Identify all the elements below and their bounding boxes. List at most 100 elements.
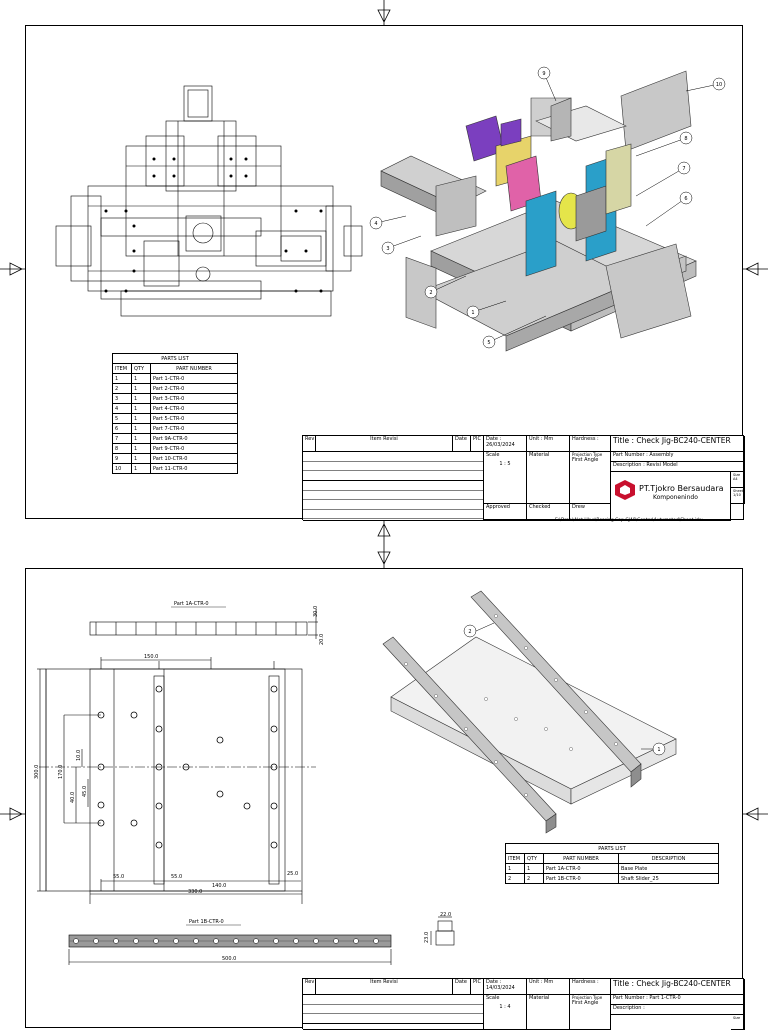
parts-list-title: PARTS LIST [112, 353, 238, 364]
top-view [55, 85, 363, 317]
scale-cell: Scale 1 : 4 [484, 995, 527, 1030]
balloon-3-text: 3 [386, 246, 389, 252]
date-header: Date [453, 436, 471, 452]
col-item: ITEM [112, 363, 132, 374]
dim-140: 140.0 [212, 883, 226, 889]
part-balloon-2-text: 2 [468, 629, 471, 635]
center-mark-left-2 [0, 807, 25, 821]
col-description: DESCRIPTION [618, 853, 719, 864]
hardness-label: Hardness : [570, 436, 611, 452]
drawing-sheet-assembly: 9 10 8 7 6 4 3 2 1 5 PARTS LIST ITEM QTY… [25, 25, 745, 521]
size-label: Size [731, 1015, 745, 1030]
cell: Part 7-CTR-0 [150, 423, 238, 434]
cell: Part 2-CTR-0 [150, 383, 238, 394]
dim-500: 500.0 [222, 956, 236, 962]
company-name: PT.Tjokro Bersaudara [639, 484, 724, 493]
projection-cell: Projection Type First Angle [570, 452, 611, 504]
cell: 4 [112, 403, 132, 414]
isometric-assembly [380, 70, 697, 352]
rail-holes [73, 938, 379, 944]
company-logo-icon [615, 480, 635, 500]
cell: 3 [112, 393, 132, 404]
revision-rows [303, 995, 484, 1030]
pic-header: PIC [471, 436, 484, 452]
center-mark-right-2 [743, 807, 768, 821]
cell: 1 [131, 463, 151, 474]
sheet-cell: Sheet 1/10 [731, 488, 745, 504]
size-cell: Size A4 [731, 472, 745, 488]
balloon-1 [466, 305, 480, 319]
cell: 1 [505, 863, 525, 874]
balloon-10 [712, 77, 726, 91]
center-mark-right-1 [743, 262, 768, 276]
company-cell: PT.Tjokro Bersaudara Komponenindo [611, 472, 731, 521]
dim-330: 330.0 [188, 889, 202, 895]
sheet-label: Sheet [733, 489, 744, 493]
cell: Part 10-CTR-0 [150, 453, 238, 464]
cell: 1 [131, 373, 151, 384]
cell: 2 [505, 873, 525, 884]
item-revisi-header: Item Revisi [316, 979, 453, 995]
cell: 6 [112, 423, 132, 434]
scale-label: Scale [486, 995, 500, 1001]
balloon-5 [482, 335, 496, 349]
balloon-1-text: 1 [471, 310, 474, 316]
balloon-9-text: 9 [542, 71, 545, 77]
projection-value: First Angle [572, 456, 599, 463]
cell: Part 9A-CTR-0 [150, 433, 238, 444]
scale-label: Scale [486, 452, 500, 458]
parts-list-title: PARTS LIST [505, 843, 719, 854]
view-label-top: Part 1A-CTR-0 [174, 601, 209, 607]
col-item: ITEM [505, 853, 525, 864]
part-views: Part 1A-CTR-0 30.0 20.0 [34, 590, 677, 965]
pic-header: PIC [471, 979, 484, 995]
cell: Part 11-CTR-0 [150, 463, 238, 474]
drawing-sheet-part: Part 1A-CTR-0 30.0 20.0 [25, 568, 745, 1030]
description: Description : Revisi Model [611, 462, 745, 472]
dim-170: 170.0 [58, 765, 64, 779]
projection-cell: Projection Type First Angle [570, 995, 611, 1030]
drew-label: Drew [570, 504, 611, 521]
description: Description : [611, 1005, 745, 1015]
cell: 1 [131, 413, 151, 424]
col-qty: QTY [524, 853, 544, 864]
cell: 1 [131, 423, 151, 434]
center-mark-top [377, 0, 391, 25]
material-label: Material [527, 452, 570, 504]
balloon-8 [679, 131, 693, 145]
cell: 2 [524, 873, 544, 884]
item-revisi-header: Item Revisi [316, 436, 453, 452]
balloon-4-text: 4 [374, 221, 377, 227]
projection-label: Projection Type [572, 995, 603, 1000]
plate-side-view [89, 609, 318, 639]
checked-label: Checked [527, 504, 570, 521]
top-view-holes [104, 157, 323, 293]
plate-holes [97, 685, 278, 849]
cell: 1 [131, 393, 151, 404]
dim-20: 20.0 [319, 634, 325, 645]
cell: Shaft Slider_25 [618, 873, 719, 884]
cell: 1 [131, 433, 151, 444]
assembly-views: 9 10 8 7 6 4 3 2 1 5 [55, 66, 726, 352]
scale-value: 1 : 4 [499, 1003, 511, 1010]
cell: Part 1B-CTR-0 [543, 873, 619, 884]
dim-25: 25.0 [287, 871, 298, 877]
dim-40: 40.0 [70, 792, 76, 803]
rail-section-view [430, 916, 455, 946]
size-label: Size [733, 473, 741, 477]
rev-header: Rev [303, 436, 316, 452]
dim-22: 22.0 [440, 912, 451, 918]
unit-value: Unit : Mm [527, 436, 570, 452]
revision-rows [303, 452, 484, 521]
cell: 1 [131, 453, 151, 464]
col-qty: QTY [131, 363, 151, 374]
cell: 9 [112, 453, 132, 464]
projection-label: Projection Type [572, 452, 603, 457]
dim-10: 10.0 [76, 750, 82, 761]
date-value: Date : 26/03/2024 [484, 436, 527, 452]
